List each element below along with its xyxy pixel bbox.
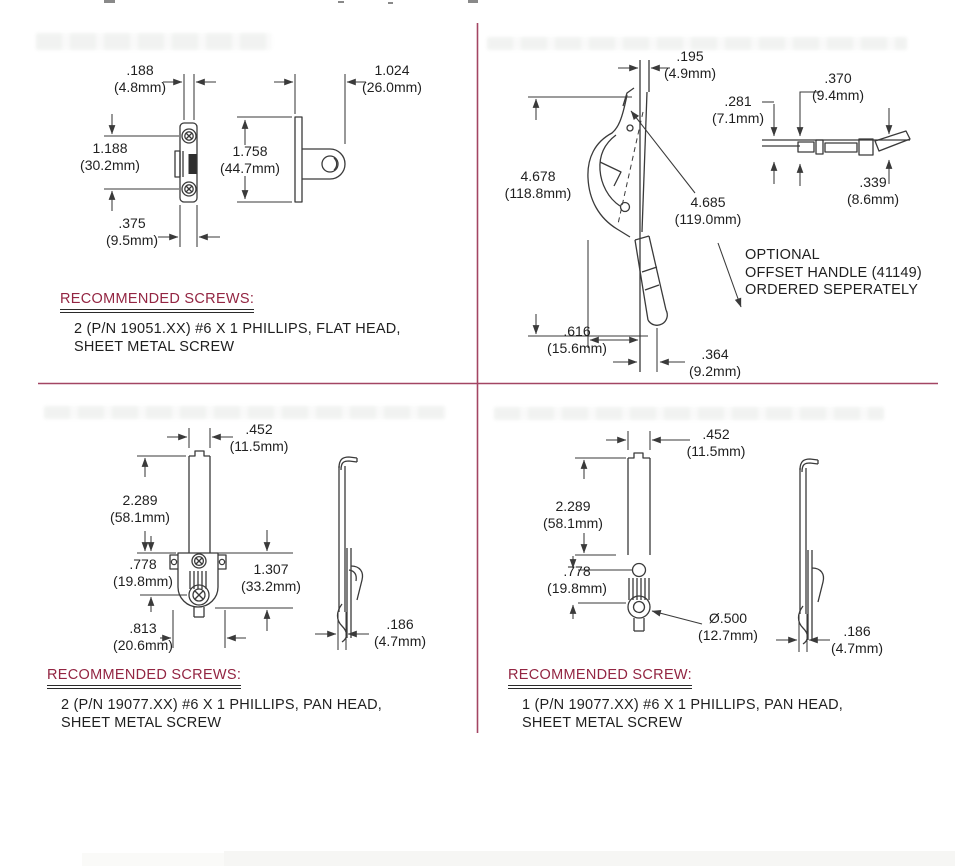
dim-label: .195(4.9mm): [663, 48, 717, 81]
dim-label: .281(7.1mm): [711, 93, 765, 126]
dim-label: 1.307(33.2mm): [241, 561, 301, 594]
ghost-text-band: [36, 33, 272, 50]
ghost-text-band: [494, 407, 884, 420]
screws-line: 2 (P/N 19077.XX) #6 X 1 PHILLIPS, PAN HE…: [61, 697, 383, 713]
dim-label: 1.758(44.7mm): [220, 143, 280, 176]
screws-line: 2 (P/N 19051.XX) #6 X 1 PHILLIPS, FLAT H…: [74, 321, 401, 337]
dim-label: .778(19.8mm): [113, 556, 173, 589]
dim-label: .186(4.7mm): [373, 616, 427, 649]
dim-label: .616(15.6mm): [547, 323, 607, 356]
recommended-screws-bottom-left: RECOMMENDED SCREWS: 2 (P/N 19077.XX) #6 …: [47, 666, 382, 733]
dim-label: .188(4.8mm): [113, 62, 167, 95]
latch-front-view: [169, 450, 227, 618]
screws-line: 1 (P/N 19077.XX) #6 X 1 PHILLIPS, PAN HE…: [522, 697, 844, 713]
ghost-text-band: [44, 406, 446, 419]
dim-label: 1.188(30.2mm): [80, 140, 140, 173]
dim-label: .452(11.5mm): [229, 421, 289, 454]
dim-label: .452(11.5mm): [686, 426, 746, 459]
tr-dimension-lines: [528, 64, 893, 372]
screws-line: SHEET METAL SCREW: [61, 714, 222, 731]
screws-heading: RECOMMENDED SCREWS:: [60, 291, 255, 313]
scan-speck: [468, 0, 478, 3]
bottom-scan-smudge: [82, 853, 257, 866]
screws-heading: RECOMMENDED SCREW:: [508, 667, 692, 689]
tl-dimension-lines: [104, 74, 366, 247]
br-dimension-lines: [569, 431, 830, 652]
dim-label: Ø.500(12.7mm): [698, 610, 758, 643]
optional-handle-note: OPTIONAL OFFSET HANDLE (41149) ORDERED S…: [745, 247, 922, 299]
ghost-text-band: [487, 37, 907, 50]
latch-edge-view-right: [797, 458, 825, 645]
recommended-screws-top-left: RECOMMENDED SCREWS: 2 (P/N 19051.XX) #6 …: [60, 290, 401, 357]
dim-label: 2.289(58.1mm): [110, 492, 170, 525]
bottom-scan-bar: [224, 851, 955, 866]
dim-label: .364(9.2mm): [688, 346, 742, 379]
screws-line: SHEET METAL SCREW: [522, 714, 683, 731]
dim-label: .813(20.6mm): [113, 620, 173, 653]
dim-label: .778(19.8mm): [547, 563, 607, 596]
dim-label: .370(9.4mm): [811, 70, 865, 103]
latch-top-view: [762, 130, 911, 156]
dim-label: .375(9.5mm): [105, 215, 159, 248]
scan-speck: [388, 2, 393, 4]
latch-side-profile: [587, 60, 650, 372]
bl-dimension-lines: [137, 428, 369, 650]
screws-heading: RECOMMENDED SCREWS:: [47, 667, 242, 689]
section-dividers: [38, 23, 938, 733]
screws-line: SHEET METAL SCREW: [74, 338, 235, 355]
dim-label: 4.678(118.8mm): [504, 168, 572, 201]
dim-label: 2.289(58.1mm): [543, 498, 603, 531]
offset-handle-outline: [634, 235, 668, 326]
dim-label: 1.024(26.0mm): [362, 62, 422, 95]
dim-label: .186(4.7mm): [830, 623, 884, 656]
scan-speck: [104, 0, 115, 3]
strike-front-view: [174, 122, 198, 203]
latch-edge-view: [336, 456, 364, 643]
dim-label: 4.685(119.0mm): [674, 194, 742, 227]
latch-front-view-single-screw: [627, 452, 651, 632]
recommended-screw-bottom-right: RECOMMENDED SCREW: 1 (P/N 19077.XX) #6 X…: [508, 666, 843, 733]
dim-label: .339(8.6mm): [846, 174, 900, 207]
scan-speck: [338, 1, 344, 3]
strike-side-view: [294, 116, 346, 203]
